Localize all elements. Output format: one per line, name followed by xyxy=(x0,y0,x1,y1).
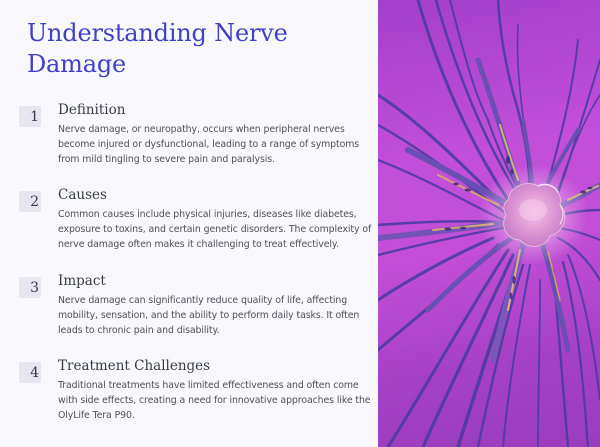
item-heading: Treatment Challenges xyxy=(58,358,211,374)
item-body: Common causes include physical injuries,… xyxy=(58,209,372,250)
number-badge: 2 xyxy=(19,191,41,212)
item-heading: Definition xyxy=(58,102,126,118)
neuron-icon xyxy=(378,0,600,447)
item-body: Nerve damage can significantly reduce qu… xyxy=(58,295,360,336)
item-body: Traditional treatments have limited effe… xyxy=(58,380,371,421)
content-panel: Understanding Nerve Damage 1 Definition … xyxy=(19,19,372,421)
neuron-image xyxy=(378,0,600,447)
number-badge: 4 xyxy=(19,362,41,383)
item-body: Nerve damage, or neuropathy, occurs when… xyxy=(58,124,360,165)
page-title: Understanding Nerve Damage xyxy=(27,19,288,78)
item-heading: Impact xyxy=(58,273,106,289)
item-heading: Causes xyxy=(58,187,107,203)
number-badge: 3 xyxy=(19,277,41,298)
number-badge: 1 xyxy=(19,106,41,127)
